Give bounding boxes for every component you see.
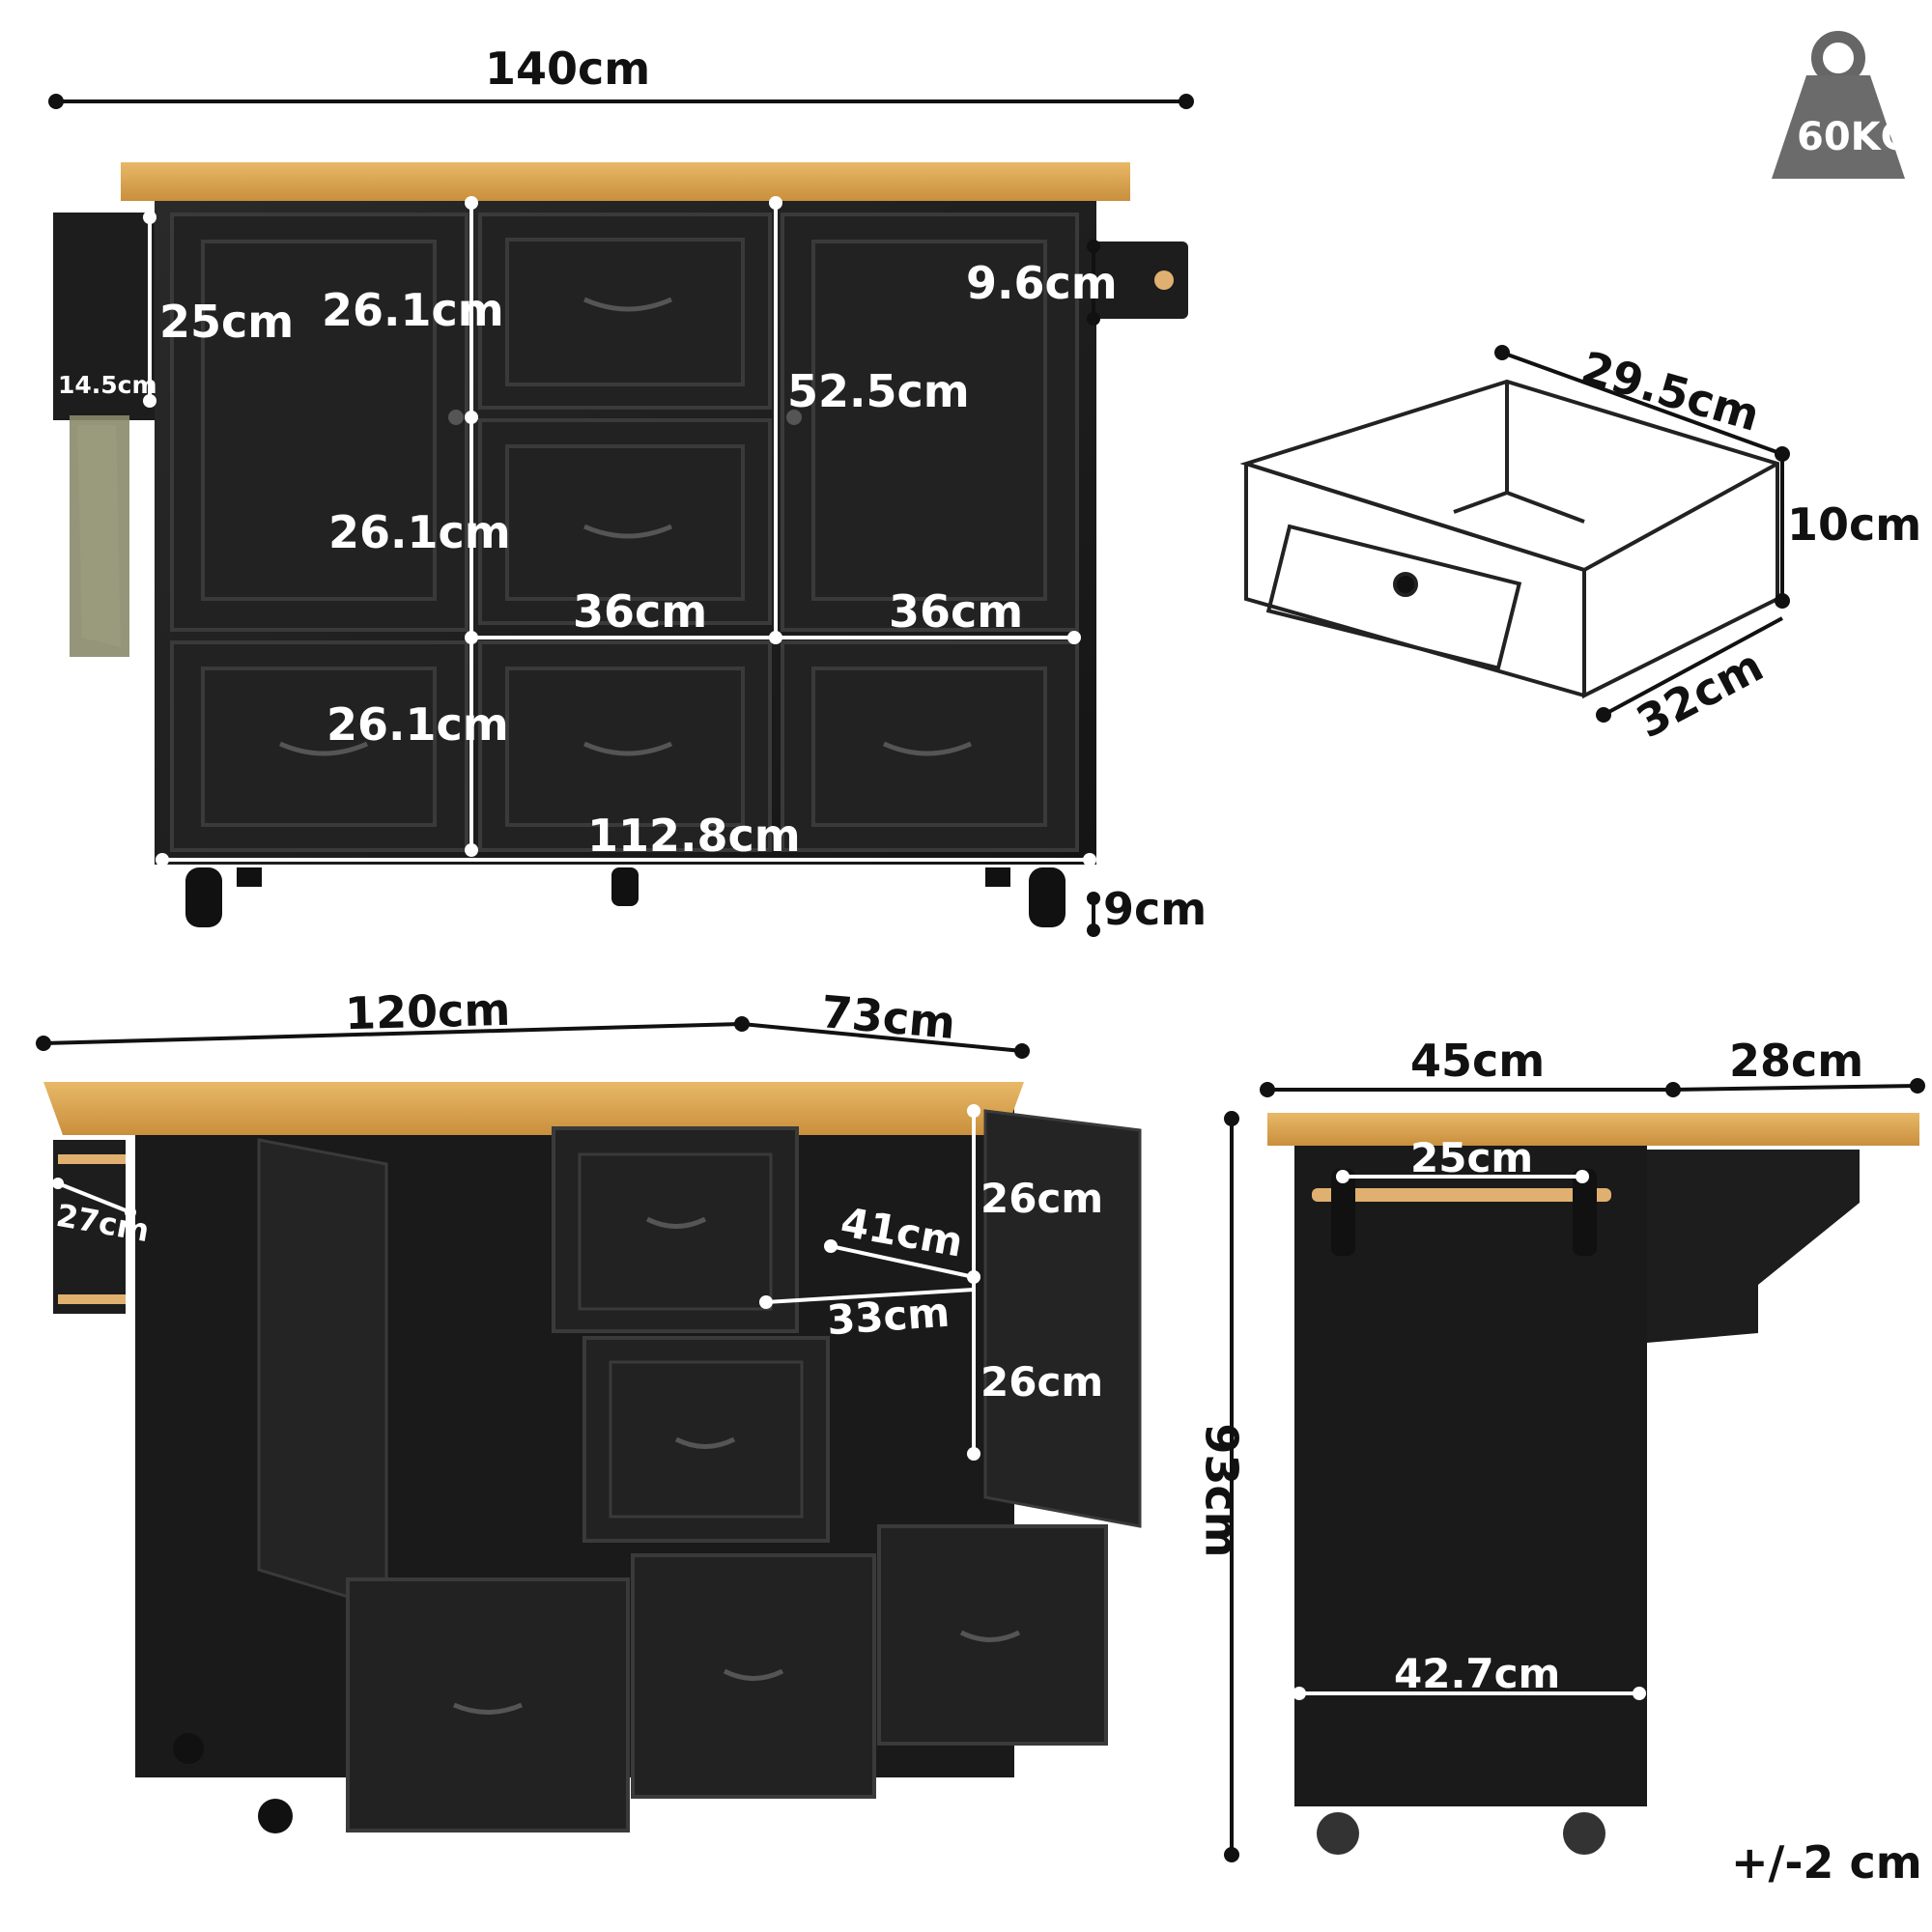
weight-icon: [1772, 31, 1905, 179]
front-view-dimension-lines: [48, 94, 1194, 937]
front-towel-bar-height: 25cm: [159, 296, 295, 348]
front-caster-height: 9cm: [1103, 883, 1208, 935]
open-top-depth: 73cm: [818, 985, 958, 1049]
tolerance-note: +/-2 cm: [1731, 1836, 1922, 1889]
open-view-cabinet: [43, 1082, 1142, 1833]
front-inner-width: 112.8cm: [587, 810, 801, 862]
front-view-cabinet: [53, 162, 1188, 927]
open-view-inner-dimension-lines: [52, 1104, 980, 1461]
side-rail-length: 25cm: [1410, 1134, 1534, 1181]
side-total-height: 93cm: [1195, 1423, 1248, 1558]
open-view-dimension-lines: [36, 1016, 1030, 1059]
open-shelf-lower: 26cm: [980, 1358, 1104, 1406]
weight-label: 60KG: [1797, 115, 1913, 159]
front-view-inner-dimension-lines: [143, 196, 1096, 867]
front-cabinet-upper: 26.1cm: [322, 284, 504, 336]
drawer-height: 10cm: [1787, 498, 1922, 551]
front-hook-height: 9.6cm: [966, 257, 1118, 309]
open-shelf-width: 33cm: [825, 1288, 952, 1345]
side-leaf-depth: 28cm: [1729, 1035, 1864, 1087]
side-inner-depth: 42.7cm: [1394, 1650, 1561, 1697]
front-bottom-drawer-height: 26.1cm: [327, 698, 509, 751]
open-shelf-upper: 26cm: [980, 1175, 1104, 1222]
front-drawer-width-right: 36cm: [889, 585, 1024, 638]
open-top-width: 120cm: [344, 982, 511, 1040]
side-view-cabinet: [1267, 1113, 1919, 1855]
front-door-height: 52.5cm: [787, 365, 970, 417]
front-overall-width: 140cm: [485, 43, 651, 95]
side-base-depth: 45cm: [1410, 1035, 1546, 1087]
front-drawer-width-left: 36cm: [573, 585, 708, 638]
drawer-diagram: [1239, 379, 1779, 699]
drawer-dimension-lines: [1494, 345, 1790, 723]
front-cabinet-lower: 26.1cm: [328, 506, 511, 558]
side-view-dimension-lines: [1224, 1078, 1925, 1862]
side-view-inner-dimension-lines: [1293, 1170, 1646, 1700]
front-towel-bar-depth: 14.5cm: [58, 371, 157, 399]
